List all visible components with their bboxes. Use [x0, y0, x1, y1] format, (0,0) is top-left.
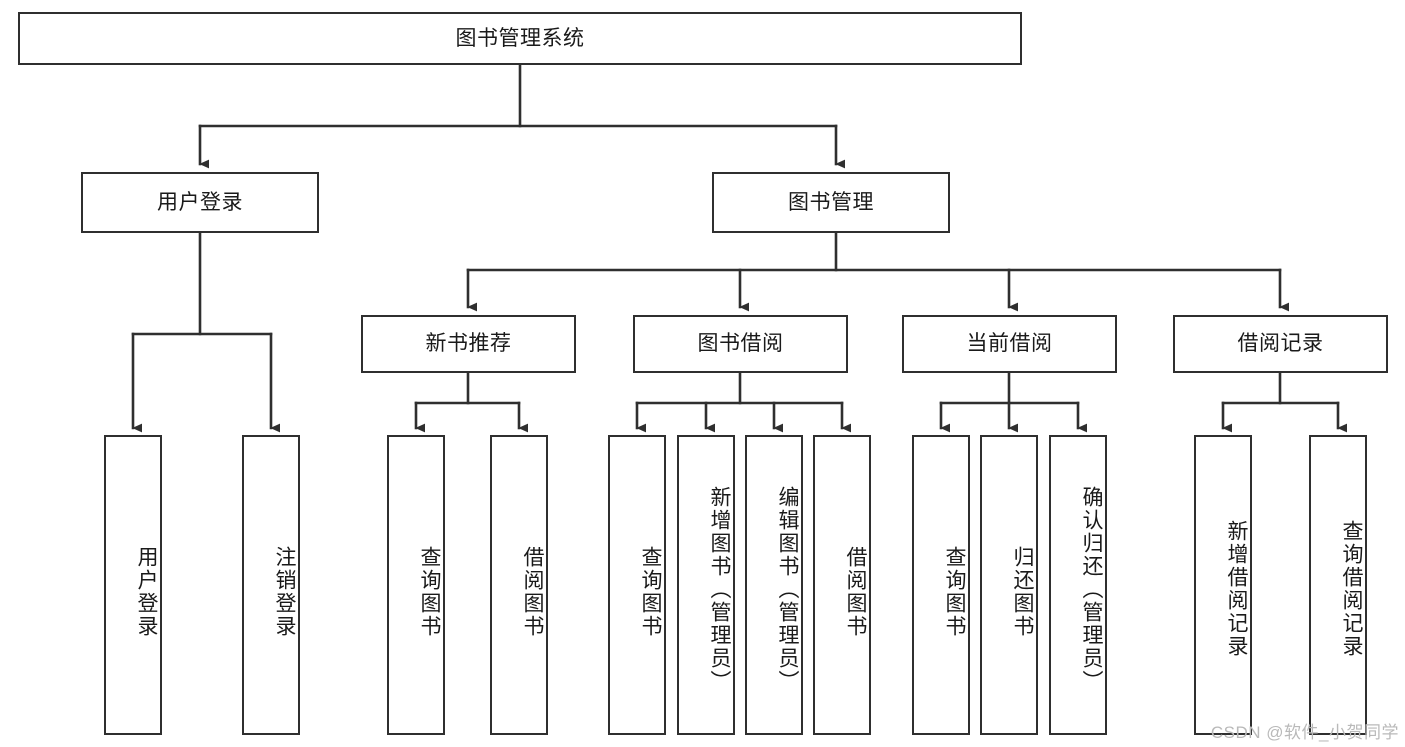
node-leaf-query-record-label: 查询借阅记录 [1340, 520, 1363, 658]
node-root-system-label: 图书管理系统 [455, 26, 585, 50]
node-root-system[interactable]: 图书管理系统 [18, 12, 1022, 65]
node-leaf-return-book-label: 归还图书 [1011, 546, 1034, 638]
node-leaf-add-book-label: 新增图书（管理员） [708, 485, 731, 693]
node-borrow-record-label: 借阅记录 [1237, 332, 1324, 356]
node-leaf-logout-label: 注销登录 [273, 546, 296, 638]
node-leaf-add-record-label: 新增借阅记录 [1225, 520, 1248, 658]
node-leaf-user-login[interactable]: 用户登录 [104, 435, 162, 735]
node-leaf-edit-book-label: 编辑图书（管理员） [776, 485, 799, 693]
node-leaf-confirm-return-label: 确认归还（管理员） [1080, 485, 1103, 693]
node-leaf-user-login-label: 用户登录 [135, 546, 158, 638]
node-leaf-query-book-1[interactable]: 查询图书 [387, 435, 445, 735]
node-leaf-add-book[interactable]: 新增图书（管理员） [677, 435, 735, 735]
node-leaf-query-book-1-label: 查询图书 [418, 546, 441, 638]
node-book-borrow-label: 图书借阅 [697, 332, 784, 356]
node-new-book-rec[interactable]: 新书推荐 [361, 315, 576, 373]
node-book-borrow[interactable]: 图书借阅 [633, 315, 848, 373]
node-book-manage-label: 图书管理 [788, 190, 874, 214]
csdn-watermark: CSDN @软件_小贺同学 [1210, 723, 1399, 742]
node-borrow-record[interactable]: 借阅记录 [1173, 315, 1388, 373]
node-leaf-return-book[interactable]: 归还图书 [980, 435, 1038, 735]
node-leaf-edit-book[interactable]: 编辑图书（管理员） [745, 435, 803, 735]
node-leaf-logout[interactable]: 注销登录 [242, 435, 300, 735]
node-leaf-add-record[interactable]: 新增借阅记录 [1194, 435, 1252, 735]
node-leaf-query-book-3-label: 查询图书 [943, 546, 966, 638]
node-leaf-query-record[interactable]: 查询借阅记录 [1309, 435, 1367, 735]
node-book-manage[interactable]: 图书管理 [712, 172, 950, 233]
node-leaf-borrow-book-2-label: 借阅图书 [844, 546, 867, 638]
node-leaf-query-book-3[interactable]: 查询图书 [912, 435, 970, 735]
node-current-borrow[interactable]: 当前借阅 [902, 315, 1117, 373]
node-current-borrow-label: 当前借阅 [966, 332, 1053, 356]
node-leaf-borrow-book-2[interactable]: 借阅图书 [813, 435, 871, 735]
node-new-book-rec-label: 新书推荐 [425, 332, 512, 356]
node-leaf-borrow-book-1-label: 借阅图书 [521, 546, 544, 638]
node-leaf-query-book-2-label: 查询图书 [639, 546, 662, 638]
node-leaf-query-book-2[interactable]: 查询图书 [608, 435, 666, 735]
node-user-login[interactable]: 用户登录 [81, 172, 319, 233]
node-leaf-borrow-book-1[interactable]: 借阅图书 [490, 435, 548, 735]
node-leaf-confirm-return[interactable]: 确认归还（管理员） [1049, 435, 1107, 735]
node-user-login-label: 用户登录 [157, 190, 243, 214]
